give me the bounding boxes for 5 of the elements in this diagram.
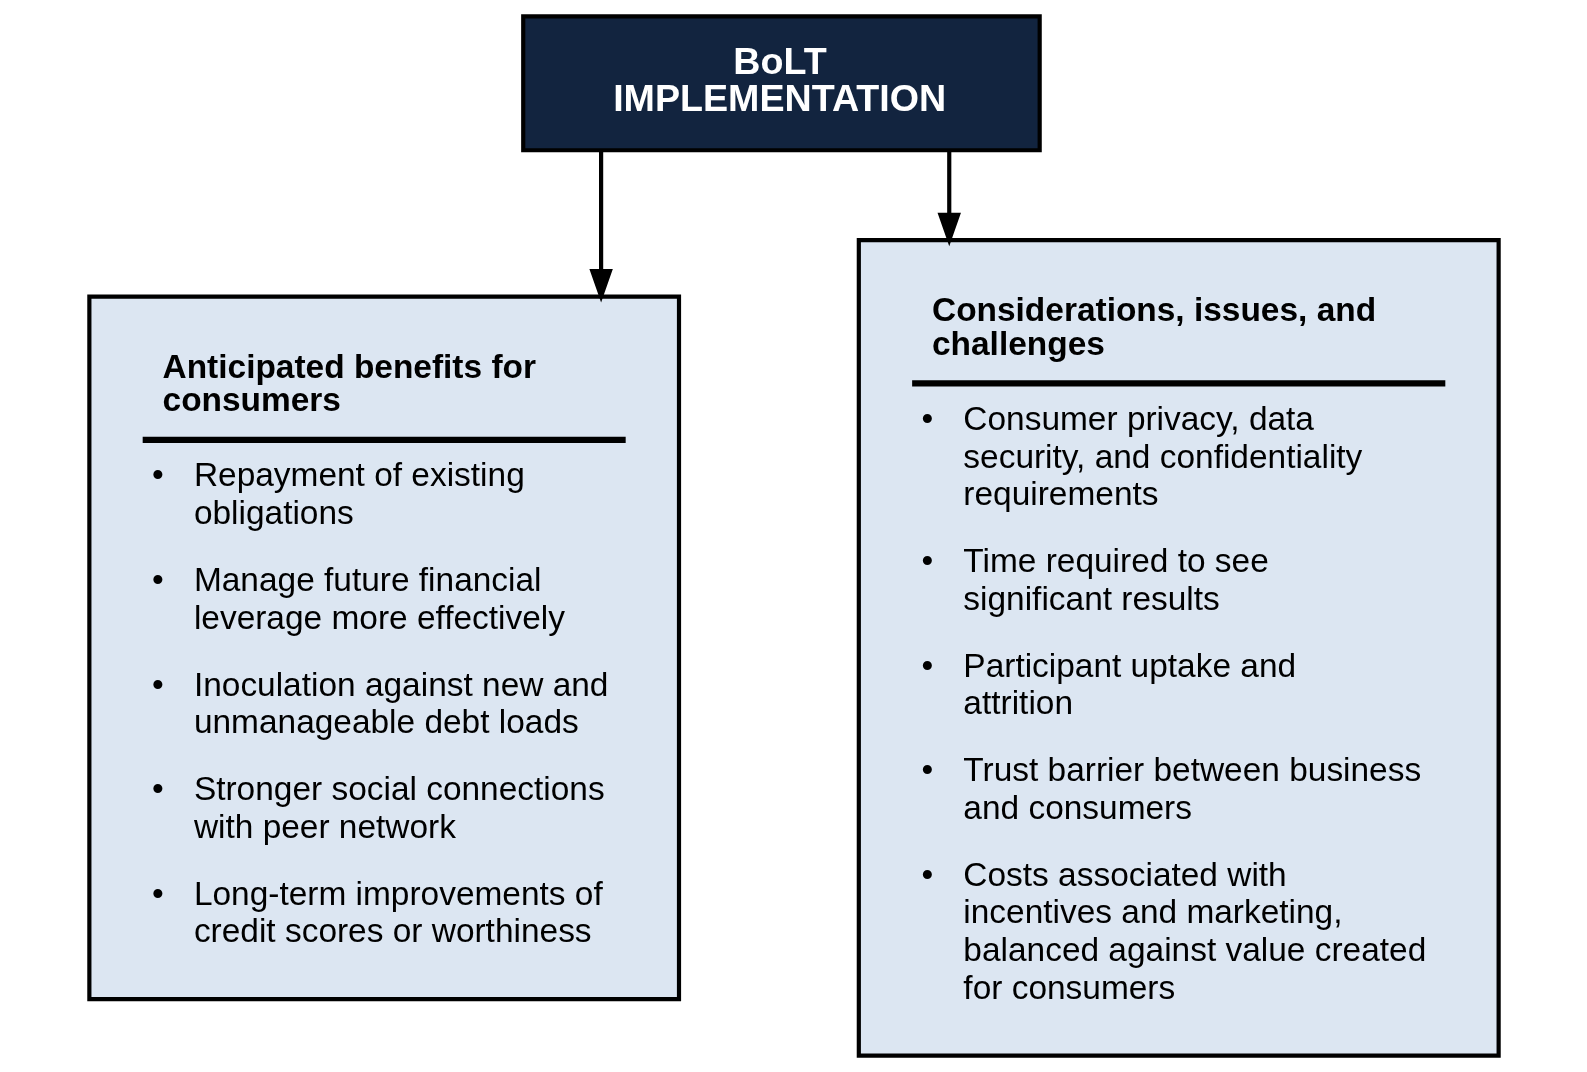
arrow — [937, 150, 961, 247]
node-box: Anticipated benefits for consumers • Repayment of existing obligations • Manage future financial leverage more effectively • Inoculation against new and unmanageable debt loads • Stronger social connections with peer network • Long-term improvements of credit scores or worthiness — [86, 294, 681, 1002]
node-box: BoLT IMPLEMENTATION — [520, 14, 1042, 153]
arrow — [588, 150, 613, 303]
node-box: Considerations, issues, and challenges • Consumer privacy, data security, and confidentiality requirements • Time required to see significant results • Participant uptake and attrition • Trust barrier between business and consumers • Costs associated with incentives and marketing, balanced against value created for consumers — [856, 238, 1501, 1058]
